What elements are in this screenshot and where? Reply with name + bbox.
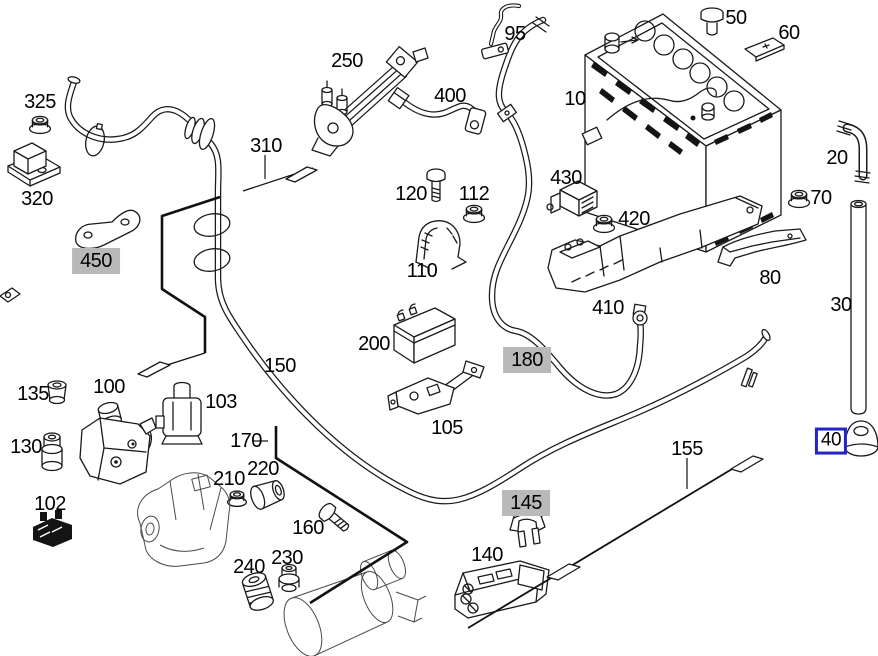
- battery-corner-clamp: [582, 127, 602, 145]
- callout-10[interactable]: 10: [564, 88, 586, 110]
- position-flag: [286, 167, 317, 182]
- callout-135[interactable]: 135: [17, 383, 49, 405]
- callout-112[interactable]: 112: [458, 183, 490, 205]
- position-flag: [138, 362, 170, 377]
- retaining-ring-icon: [192, 211, 231, 239]
- connector-block-102: [33, 510, 72, 547]
- callout-50[interactable]: 50: [725, 7, 747, 29]
- relay-430: [547, 181, 597, 216]
- callout-160[interactable]: 160: [292, 517, 324, 539]
- callout-40-selected[interactable]: 40: [814, 427, 848, 455]
- bracket-450: [76, 210, 140, 248]
- callout-430[interactable]: 430: [550, 167, 582, 189]
- battery-terminal-post: [605, 33, 714, 121]
- callout-30[interactable]: 30: [830, 294, 852, 316]
- sleeve-230: [279, 565, 299, 592]
- disconnect-switch-100: [80, 401, 156, 484]
- leader-cable-routing: [138, 197, 220, 377]
- callout-130[interactable]: 130: [10, 436, 42, 458]
- alternator-sketch: [138, 473, 230, 567]
- vent-plug-50: [701, 8, 723, 35]
- callout-145[interactable]: 145: [502, 490, 550, 516]
- callout-310[interactable]: 310: [250, 135, 282, 157]
- fuse-holder-140: [455, 561, 549, 618]
- plug-135: [48, 381, 66, 404]
- vent-elbow-20: [837, 121, 870, 183]
- cable-grommet-bellows: [183, 116, 218, 151]
- nut-420: [592, 214, 616, 234]
- callout-100[interactable]: 100: [93, 376, 125, 398]
- callout-180[interactable]: 180: [503, 347, 551, 373]
- retainer-plate-60: [745, 38, 784, 61]
- callout-220[interactable]: 220: [247, 458, 279, 480]
- holder-bracket-110: [416, 221, 466, 274]
- leader-310: [243, 155, 317, 191]
- callout-70[interactable]: 70: [810, 187, 832, 209]
- bracket-80: [718, 229, 806, 266]
- callout-240[interactable]: 240: [233, 556, 265, 578]
- retaining-ring-icon: [192, 246, 231, 274]
- callout-110[interactable]: 110: [406, 260, 438, 282]
- callout-155[interactable]: 155: [671, 438, 703, 460]
- sleeve-130: [42, 433, 62, 471]
- callout-230[interactable]: 230: [271, 547, 303, 569]
- connector-103: [156, 383, 202, 445]
- nut-325: [28, 115, 52, 135]
- callout-80[interactable]: 80: [759, 267, 781, 289]
- callout-120[interactable]: 120: [395, 183, 427, 205]
- nut-112: [462, 204, 486, 224]
- bushing-240: [241, 570, 275, 613]
- battery-top-cable: [607, 88, 716, 120]
- cable-eyelet-terminal: [633, 304, 647, 325]
- position-flag: [731, 456, 763, 472]
- callout-95[interactable]: 95: [504, 23, 526, 45]
- position-flag-small: [0, 288, 20, 302]
- positive-battery-cable-150: [67, 76, 771, 502]
- callout-102[interactable]: 102: [34, 493, 66, 515]
- callout-410[interactable]: 410: [592, 297, 624, 319]
- nut-70: [787, 189, 811, 209]
- mount-bracket-105: [388, 361, 484, 414]
- callout-320[interactable]: 320: [21, 188, 53, 210]
- bolt-120: [426, 168, 446, 203]
- auxiliary-box-200: [394, 304, 455, 363]
- callout-103[interactable]: 103: [205, 391, 237, 413]
- jump-start-terminal-250: [312, 47, 428, 156]
- cover-bracket-410: [548, 196, 762, 292]
- bracket-320: [8, 143, 60, 186]
- callout-60[interactable]: 60: [778, 22, 800, 44]
- callout-200[interactable]: 200: [358, 333, 390, 355]
- position-flag: [547, 564, 580, 580]
- spacer-220: [248, 477, 287, 511]
- blade-fuse-145: [510, 511, 545, 547]
- grommet-40: [845, 421, 878, 456]
- jumper-cable-400: [388, 88, 486, 135]
- callout-450[interactable]: 450: [72, 248, 120, 274]
- leader-155: [468, 456, 763, 628]
- ground-strap-95: [481, 5, 519, 59]
- callout-420[interactable]: 420: [618, 208, 650, 230]
- nut-210: [227, 490, 247, 507]
- callout-400[interactable]: 400: [434, 85, 466, 107]
- cable-clip: [498, 104, 517, 121]
- callout-140[interactable]: 140: [471, 544, 503, 566]
- callout-150[interactable]: 150: [264, 355, 296, 377]
- callout-170[interactable]: 170: [230, 430, 262, 452]
- leader-170: [252, 426, 407, 603]
- cable-end-clamp: [741, 368, 757, 389]
- vent-tube-30: [851, 201, 866, 415]
- callout-325[interactable]: 325: [24, 91, 56, 113]
- ground-battery-cable-180: [492, 17, 647, 395]
- callout-250[interactable]: 250: [331, 50, 363, 72]
- callout-105[interactable]: 105: [431, 417, 463, 439]
- callout-20[interactable]: 20: [826, 147, 848, 169]
- callout-210[interactable]: 210: [213, 468, 245, 490]
